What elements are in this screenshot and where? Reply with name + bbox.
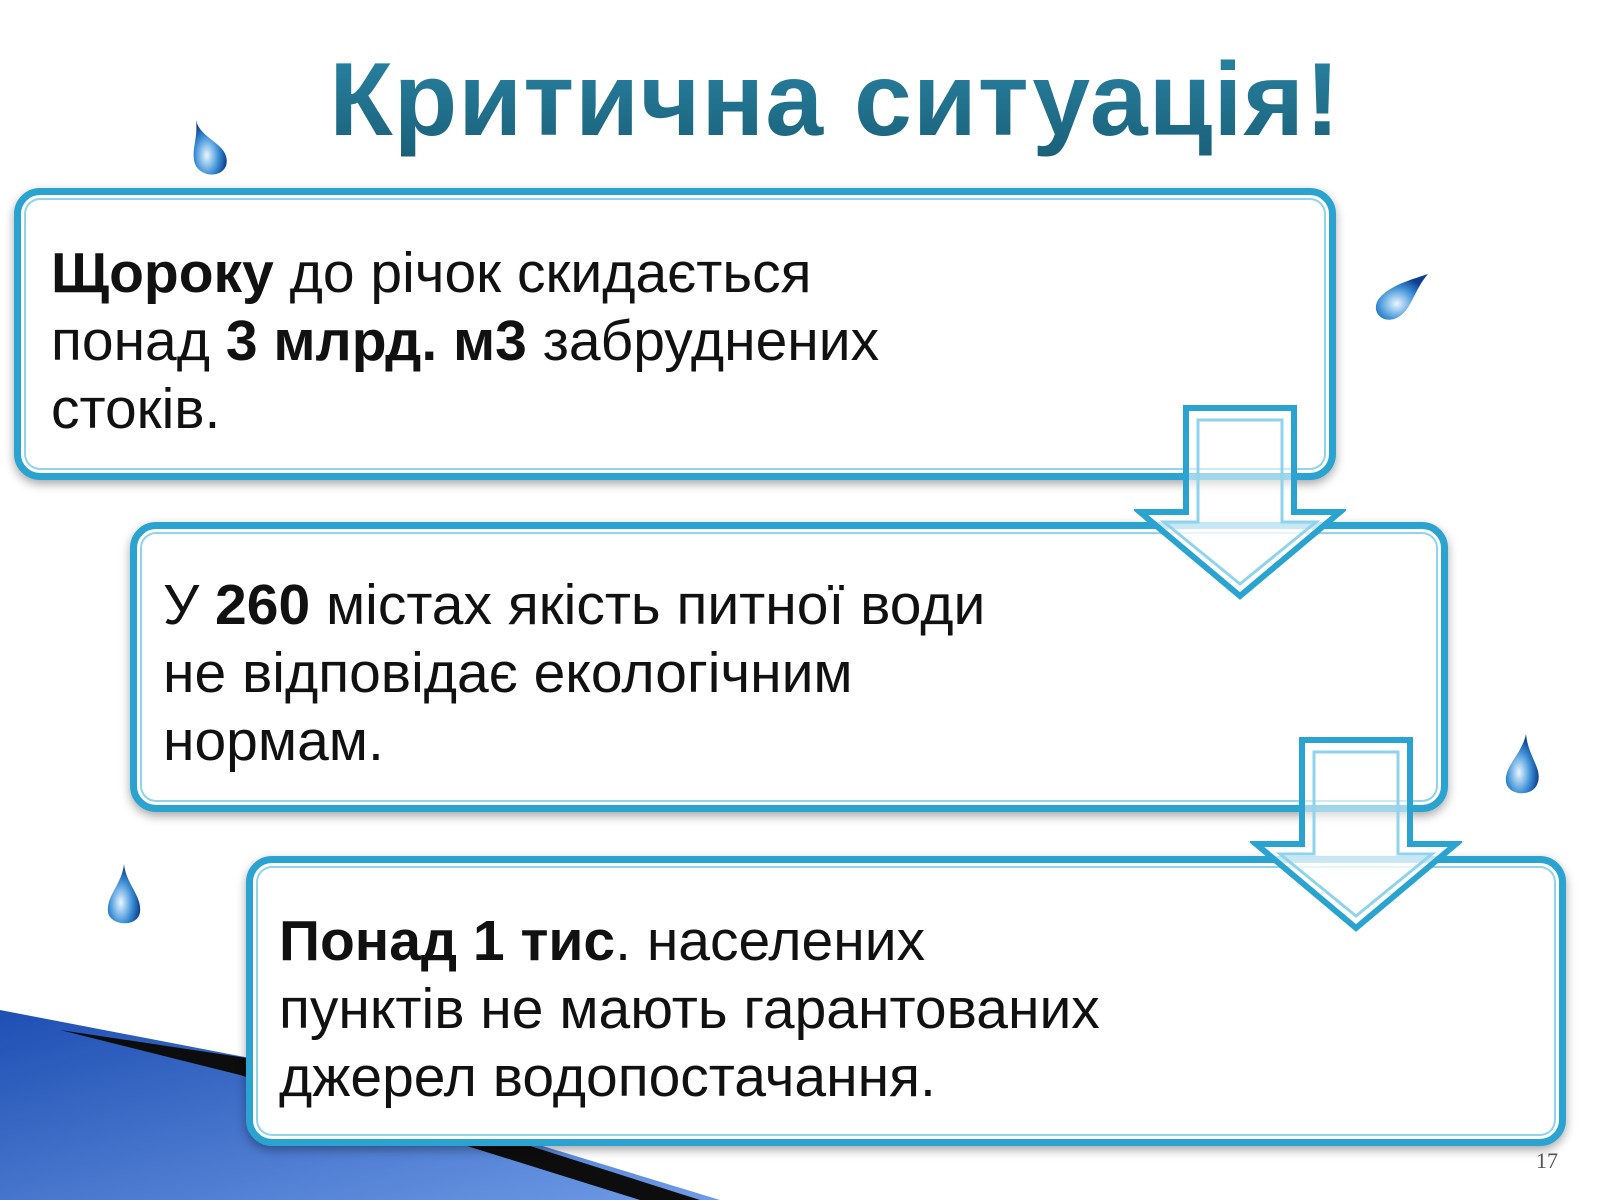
- box2-line2: не відповідає екологічним: [163, 641, 853, 705]
- slide-title: Критична ситуація!: [300, 40, 1370, 160]
- water-drop-icon: [1505, 734, 1539, 794]
- down-arrow-icon: [1134, 405, 1346, 600]
- box3-line1: . населених: [615, 909, 926, 973]
- down-arrow-icon: [1250, 737, 1462, 932]
- box1-line2-pre: понад: [51, 309, 226, 373]
- box3-line3: джерел водопостачання.: [279, 1045, 936, 1109]
- box1-line2-post: забруднених: [526, 309, 880, 373]
- water-drop-icon: [193, 120, 227, 175]
- box2-line1-pre: У: [163, 573, 216, 637]
- info-box-1: Щороку до річок скидається понад 3 млрд.…: [14, 188, 1336, 480]
- box1-bold-volume: 3 млрд. м3: [225, 309, 527, 373]
- box3-line2: пунктів не мають гарантованих: [279, 977, 1100, 1041]
- water-drop-icon: [1375, 274, 1428, 320]
- water-drop-icon: [107, 864, 141, 924]
- box1-line1: до річок скидається: [273, 241, 812, 305]
- page-number: 17: [1536, 1148, 1558, 1173]
- box1-line3: стоків.: [51, 377, 221, 441]
- box3-bold-lead: Понад 1 тис: [279, 909, 616, 973]
- box2-bold-count: 260: [215, 573, 311, 637]
- box1-bold-lead: Щороку: [51, 241, 274, 305]
- box2-line3: нормам.: [163, 709, 384, 773]
- box2-line1-post: містах якість питної води: [310, 573, 986, 637]
